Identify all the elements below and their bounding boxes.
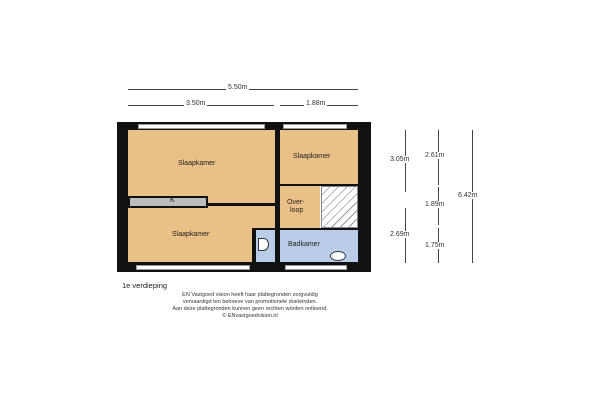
dim-right-bottom-height: 1.75m [423, 242, 447, 249]
dim-right-top-height: 2.61m [423, 152, 447, 159]
label-landing-1: Over- [287, 199, 305, 206]
label-closet: K [170, 197, 175, 204]
window [285, 265, 347, 270]
room-bedroom-top-right [280, 130, 358, 185]
wall-right [358, 122, 371, 272]
closet [128, 196, 208, 208]
label-bathroom: Badkamer [288, 241, 320, 248]
disclaimer-line: © ENvastgoedvision.nl [222, 313, 278, 319]
window [138, 124, 265, 129]
sink [258, 238, 269, 251]
label-landing-2: loop [290, 207, 304, 214]
label-bedroom-top-right: Slaapkamer [293, 153, 331, 160]
dim-left-top-height: 3.05m [388, 156, 412, 163]
label-bedroom-bottom-left: Slaapkamer [172, 231, 210, 238]
disclaimer-line: vervaardigd ten behoeve van promotionele… [182, 299, 318, 305]
room-landing [280, 186, 320, 228]
disclaimer-line: Aan deze plattegronden kunnen geen recht… [172, 306, 328, 312]
disclaimer-line: EN Vastgoed vision heeft haar plattegron… [182, 292, 318, 298]
dim-right-mid-height: 1.89m [423, 201, 447, 208]
room-bedroom-top-left [128, 130, 275, 203]
wall-bathroom-top [252, 228, 358, 230]
disclaimer: EN Vastgoed vision heeft haar plattegron… [100, 292, 400, 320]
dim-left-bottom-height: 2.69m [388, 231, 412, 238]
stairs [321, 186, 358, 228]
floor-label: 1e verdieping [122, 281, 168, 290]
wall-left [117, 122, 128, 272]
dim-total-width: 5.50m [226, 84, 250, 91]
dim-total-height: 6.42m [456, 192, 480, 199]
toilet [330, 251, 346, 261]
bathroom-wall [252, 230, 256, 262]
label-bedroom-top-left: Slaapkamer [178, 160, 216, 167]
wall-middle-vertical [275, 122, 280, 262]
window [136, 265, 250, 270]
room-bedroom-bottom-left [128, 206, 275, 262]
wall-landing-top [280, 184, 358, 186]
dim-right-width: 1.88m [304, 100, 328, 107]
wall-bedrooms [208, 203, 275, 206]
window [283, 124, 347, 129]
dim-left-width: 3.50m [184, 100, 208, 107]
